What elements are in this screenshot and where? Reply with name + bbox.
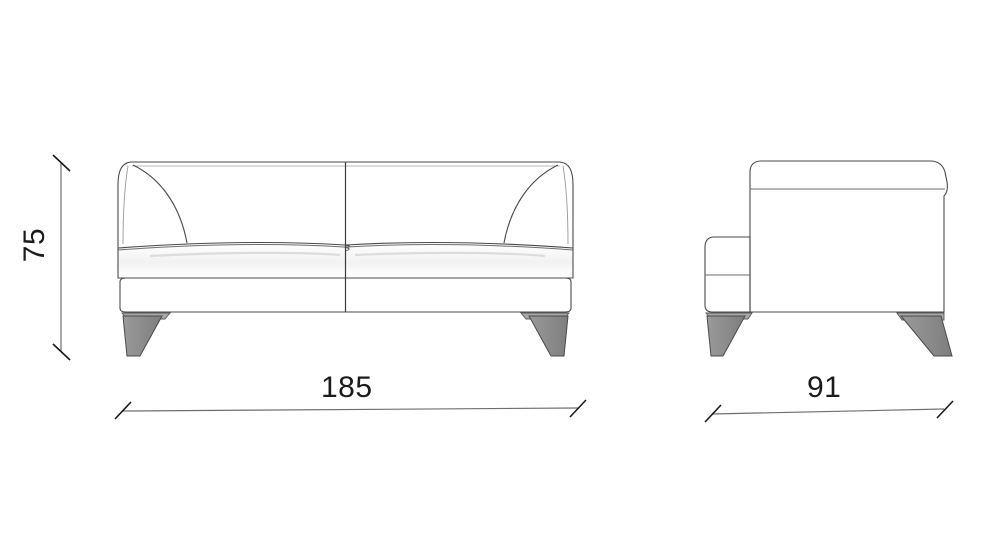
dimension-label-depth: 91	[807, 371, 842, 404]
front-left-leg-taper	[122, 315, 163, 357]
side-left-leg	[705, 312, 753, 357]
dimension-depth-line	[711, 408, 945, 415]
front-right-arm-inner-curve	[503, 164, 559, 244]
side-right-leg-taper	[899, 315, 953, 357]
front-elevation-view	[117, 161, 574, 357]
dimension-height-tick-bottom	[52, 343, 71, 361]
dimension-width-tick-left	[114, 401, 132, 420]
front-left-arm-outer-line	[122, 165, 129, 245]
dimension-label-width: 185	[321, 371, 373, 404]
dimension-line-depth	[704, 400, 954, 423]
dimension-depth-tick-left	[704, 404, 722, 423]
front-left-cushion-sheen	[149, 251, 341, 258]
front-left-leg	[121, 312, 171, 357]
dimension-label-height: 75	[18, 227, 52, 263]
side-left-leg-taper	[706, 315, 746, 357]
dimension-height-tick-top	[52, 154, 71, 172]
side-right-leg	[896, 312, 953, 357]
side-elevation-view	[704, 160, 953, 357]
dimension-line-width	[114, 399, 587, 420]
dimension-width-line	[121, 407, 579, 412]
side-body-outline	[749, 160, 948, 313]
front-right-cushion-sheen	[354, 251, 546, 258]
front-left-arm-inner-curve	[132, 164, 188, 244]
dimension-line-height	[52, 154, 71, 361]
dimension-depth-tick-right	[936, 400, 954, 419]
front-right-leg	[520, 312, 570, 357]
front-right-leg-taper	[528, 315, 569, 357]
front-right-arm-outer-line	[562, 165, 569, 245]
dimension-width-tick-right	[569, 399, 587, 418]
